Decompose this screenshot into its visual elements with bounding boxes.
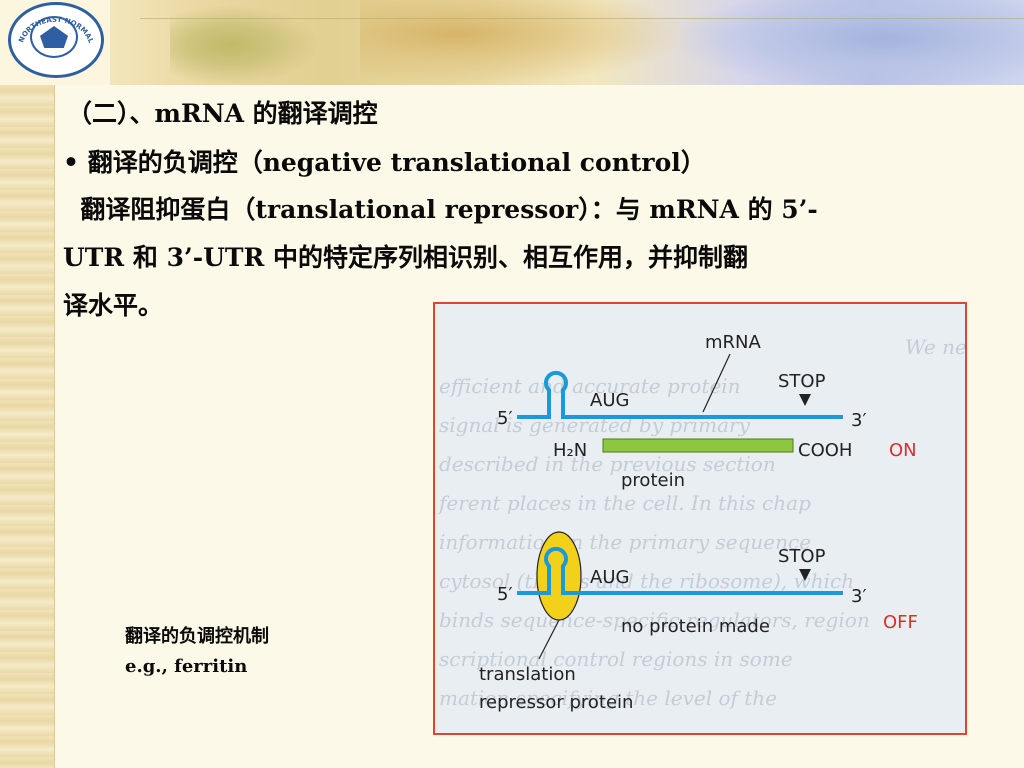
banner-decoration	[360, 0, 690, 85]
label-stop-top: STOP	[778, 371, 826, 392]
paragraph-line-2: UTR 和 3’-UTR 中的特定序列相识别、相互作用，并抑制翻	[63, 243, 748, 272]
background-text-line: ferent places in the cell. In this chap	[437, 491, 811, 515]
bullet-item: • 翻译的负调控（negative translational control）	[63, 143, 706, 179]
paragraph-line: 翻译阻抑蛋白（translational repressor）：与 mRNA 的…	[63, 190, 818, 226]
stop-marker-bottom	[799, 569, 811, 581]
banner-decoration	[170, 5, 320, 85]
label-3prime-top: 3′	[851, 410, 867, 431]
background-text-line: binds sequence-specific regulators, regi…	[439, 608, 870, 632]
repressor-protein-shape	[536, 531, 582, 621]
university-logo: NORTHEAST NORMAL UNIVERSITY	[0, 0, 110, 85]
banner-divider	[140, 18, 1024, 19]
label-cooh: COOH	[798, 440, 852, 461]
label-aug-top: AUG	[590, 390, 629, 411]
bullet-mark: •	[63, 148, 79, 177]
background-text-line: cytosol (tRNAs and the ribosome), which	[439, 569, 854, 593]
background-text-line: mation specifying the level of the	[439, 686, 777, 710]
repressor-pointer	[538, 619, 560, 660]
background-text: We next examine how the 5′ e efficient an…	[437, 335, 967, 710]
paragraph-line-3: 译水平。	[63, 291, 164, 320]
figure-caption-example: e.g., ferritin	[125, 656, 248, 677]
label-3prime-bottom: 3′	[851, 586, 867, 607]
label-h2n: H₂N	[553, 440, 587, 461]
background-text-line: scriptional control regions in some	[439, 647, 793, 671]
figure-caption-title: 翻译的负调控机制	[125, 626, 269, 647]
bullet-text: 翻译的负调控（negative translational control）	[87, 148, 706, 177]
background-text-line: information in the primary sequence	[439, 530, 811, 554]
label-repressor-line1: translation	[479, 664, 576, 685]
label-aug-bottom: AUG	[590, 567, 629, 588]
left-decoration-strip	[0, 85, 55, 768]
slide-heading: （二）、mRNA 的翻译调控	[67, 99, 378, 128]
label-protein: protein	[621, 470, 685, 491]
banner-decoration	[680, 0, 1024, 85]
translation-repression-figure: We next examine how the 5′ e efficient an…	[433, 302, 967, 735]
protein-bar	[602, 438, 794, 453]
stop-marker-top	[799, 394, 811, 406]
mrna-pointer	[702, 353, 731, 413]
background-text-line: We next examine how the 5′ e	[905, 335, 967, 359]
label-5prime-bottom: 5′	[497, 584, 513, 605]
background-text-line: described in the previous section	[439, 452, 776, 476]
label-off: OFF	[883, 612, 918, 633]
label-5prime-top: 5′	[497, 408, 513, 429]
seal-emblem	[40, 26, 68, 48]
mrna-strand-bottom	[517, 546, 843, 595]
header-banner	[0, 0, 1024, 85]
label-repressor-line2: repressor protein	[479, 692, 633, 713]
label-mrna: mRNA	[705, 332, 762, 353]
label-stop-bottom: STOP	[778, 546, 826, 567]
mrna-strand-top	[517, 370, 843, 419]
background-text-line: efficient and accurate protein	[439, 374, 741, 398]
label-on: ON	[889, 440, 917, 461]
label-no-protein: no protein made	[621, 616, 770, 637]
paragraph-line-1: 翻译阻抑蛋白（translational repressor）：与 mRNA 的…	[80, 195, 818, 224]
seal-inner-ring	[30, 16, 78, 58]
figure-diagram: We next examine how the 5′ e efficient an…	[437, 332, 967, 713]
